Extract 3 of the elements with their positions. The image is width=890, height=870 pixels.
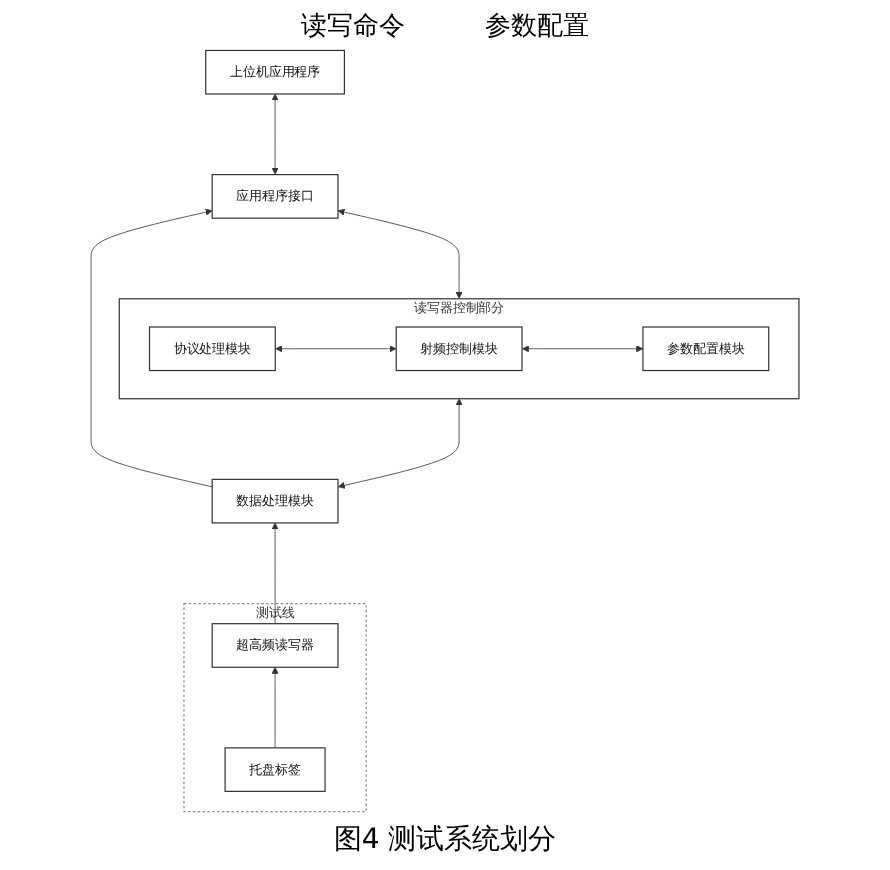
figure-caption: 图4 测试系统划分 xyxy=(333,822,557,858)
note-text: 读写命令 xyxy=(301,10,405,44)
note-text: 参数配置 xyxy=(485,10,589,44)
